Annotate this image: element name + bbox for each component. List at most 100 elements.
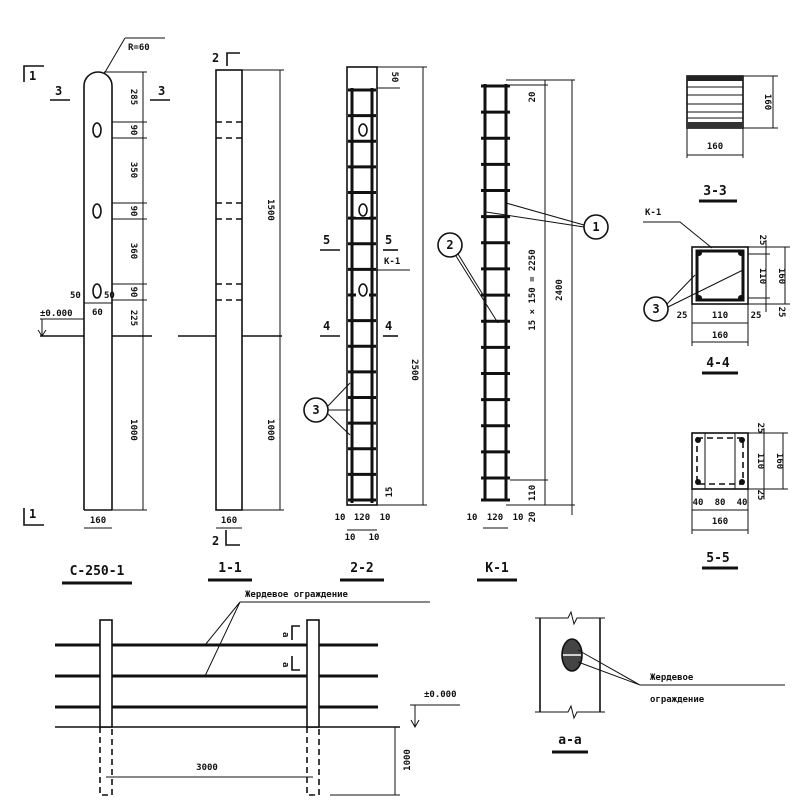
dim-width: 160 bbox=[90, 516, 106, 526]
cage-k1: 20 15 × 150 = 2250 2400 110 20 10 120 10… bbox=[437, 79, 609, 582]
dim-2400: 2400 bbox=[555, 279, 565, 301]
section-mark-4-right: 4 bbox=[385, 319, 392, 333]
view-title: 5-5 bbox=[706, 551, 729, 566]
level-mark: ±0.000 bbox=[40, 309, 73, 319]
post bbox=[306, 619, 320, 728]
section-mark-2-bottom: 2 bbox=[212, 534, 219, 548]
dim-50-left: 50 bbox=[70, 291, 81, 301]
dim-bottom: 120 bbox=[487, 513, 503, 523]
level-mark: ±0.000 bbox=[424, 690, 457, 700]
slot-hole bbox=[92, 283, 102, 299]
dim-1000: 1000 bbox=[128, 419, 138, 441]
dim-right: 25 bbox=[755, 490, 765, 501]
section-mark-a-bottom: а bbox=[280, 662, 290, 667]
view-title: К-1 bbox=[485, 561, 509, 576]
dim-bottom: 25 bbox=[677, 311, 688, 321]
dim-225: 225 bbox=[128, 310, 138, 326]
section-mark-3-left: 3 bbox=[55, 84, 62, 98]
dim-total-height: 160 bbox=[776, 268, 786, 284]
post-elevation: 285 90 350 90 360 90 225 1000 50 50 60 1… bbox=[23, 37, 170, 585]
post-outline bbox=[346, 66, 378, 506]
dim-sub: 10 bbox=[369, 533, 380, 543]
callout-2-label: 2 bbox=[446, 238, 453, 252]
callout-2 bbox=[437, 232, 463, 258]
section-mark-4-left: 4 bbox=[323, 319, 330, 333]
view-title: 4-4 bbox=[706, 356, 730, 371]
dim-60: 60 bbox=[92, 308, 103, 318]
dim-width: 160 bbox=[707, 142, 723, 152]
callout-1-label: 1 bbox=[592, 220, 599, 234]
dim-50: 50 bbox=[389, 72, 399, 83]
dim-right: 110 bbox=[757, 268, 767, 284]
section-1-1: 1500 1000 160 2 2 1-1 bbox=[178, 51, 284, 582]
dim-350: 350 bbox=[128, 162, 138, 178]
dim-110: 110 bbox=[528, 485, 538, 501]
dim-bottom: 110 bbox=[712, 311, 728, 321]
view-title: 3-3 bbox=[703, 184, 726, 199]
section-mark-1-bottom: 1 bbox=[29, 507, 36, 521]
radius-label: R=60 bbox=[128, 43, 150, 53]
dim-90: 90 bbox=[128, 287, 138, 298]
dim-total-width: 160 bbox=[712, 517, 728, 527]
view-title: С-250-1 bbox=[70, 564, 125, 579]
cage-ref-label: К-1 bbox=[645, 208, 661, 218]
section-arrow-1-top bbox=[23, 65, 44, 82]
section-3-3: 160 160 3-3 bbox=[686, 75, 778, 203]
dim-1500: 1500 bbox=[265, 199, 275, 221]
cage-ref-label: К-1 bbox=[384, 257, 400, 267]
dim-spacing: 15 × 150 = 2250 bbox=[528, 249, 538, 330]
dim-bottom: 10 bbox=[513, 513, 524, 523]
dim-90: 90 bbox=[128, 125, 138, 136]
dim-285: 285 bbox=[128, 89, 138, 105]
section-2-2: 50 2500 15 5 5 К-1 4 4 3 10 120 10 10 10… bbox=[303, 66, 427, 582]
post bbox=[99, 619, 113, 728]
rail-label-line1: Жердевое bbox=[650, 673, 694, 683]
dim-bottom: 80 bbox=[715, 498, 726, 508]
slot-hole bbox=[92, 203, 102, 219]
section-arrow-2-top bbox=[226, 52, 240, 66]
section-mark-2-top: 2 bbox=[212, 51, 219, 65]
dim-bottom: 40 bbox=[693, 498, 704, 508]
dim-50-right: 50 bbox=[104, 291, 115, 301]
view-title: 2-2 bbox=[350, 561, 373, 576]
dim-total-width: 160 bbox=[712, 331, 728, 341]
dim-bottom: 40 bbox=[737, 498, 748, 508]
dim-bottom: 10 bbox=[380, 513, 391, 523]
dim-bottom: 10 bbox=[335, 513, 346, 523]
section-mark-1-top: 1 bbox=[29, 69, 36, 83]
dim-depth: 1000 bbox=[403, 749, 413, 771]
dim-right: 25 bbox=[755, 423, 765, 434]
view-title: а-а bbox=[558, 733, 582, 748]
dim-bottom: 120 bbox=[354, 513, 370, 523]
section-mark-5-right: 5 bbox=[385, 233, 392, 247]
section-arrow-2-bottom bbox=[225, 530, 240, 546]
dim-20-top: 20 bbox=[528, 92, 538, 103]
dim-height: 160 bbox=[762, 94, 772, 110]
rail-label: Жердевое ограждение bbox=[245, 590, 349, 600]
dim-360: 360 bbox=[128, 243, 138, 259]
dim-bottom: 10 bbox=[467, 513, 478, 523]
callout-3-label: 3 bbox=[652, 302, 659, 316]
dim-span: 3000 bbox=[196, 763, 218, 773]
fence-elevation: 3000 1000 ±0.000 Жердевое ограждение а а bbox=[55, 590, 460, 796]
section-4-4: К-1 3 25 110 25 160 25 110 25 160 4-4 bbox=[643, 208, 790, 375]
dim-total-height: 160 bbox=[774, 453, 784, 469]
radius-leader bbox=[103, 37, 126, 75]
dim-15: 15 bbox=[385, 487, 395, 498]
section-mark-a-top: а bbox=[280, 632, 290, 637]
dim-2500: 2500 bbox=[409, 359, 419, 381]
section-a-a: Жердевое ограждение а-а bbox=[535, 610, 785, 754]
dim-1000: 1000 bbox=[265, 419, 275, 441]
dim-right: 25 bbox=[776, 307, 786, 318]
post-outline bbox=[215, 69, 243, 511]
dim-right: 110 bbox=[755, 453, 765, 469]
post-outline bbox=[83, 71, 113, 510]
slot-hole bbox=[92, 122, 102, 138]
section-5-5: 25 110 25 160 40 80 40 160 5-5 bbox=[691, 423, 788, 570]
dim-width: 160 bbox=[221, 516, 237, 526]
section-arrow-1-bottom bbox=[23, 508, 44, 526]
dim-sub: 10 bbox=[345, 533, 356, 543]
callout-3-label: 3 bbox=[312, 403, 319, 417]
view-title: 1-1 bbox=[218, 561, 242, 576]
